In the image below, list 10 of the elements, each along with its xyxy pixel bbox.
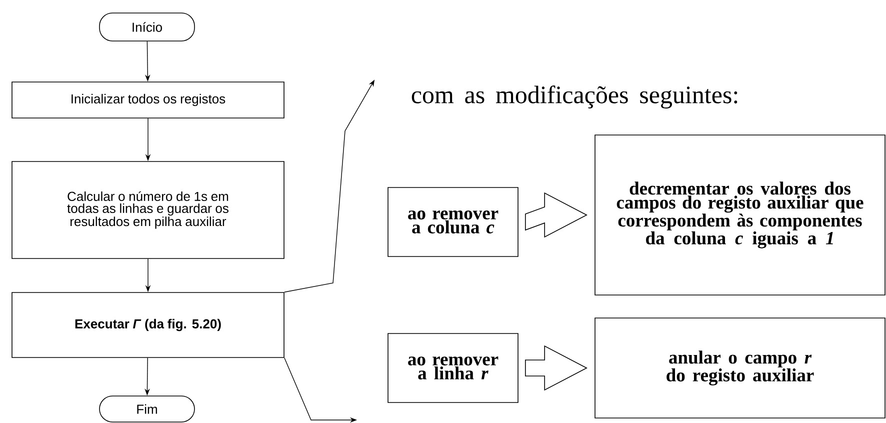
process-box: Calcular o número de 1s em todas as linhas e guardar os resultados em pilha auxiliar bbox=[12, 161, 284, 259]
process-box: Executar Γ (da fig. 5.20) bbox=[12, 292, 284, 358]
process-box: decrementar os valores dos campos do registo auxiliar que correspondem às componentes da coluna c iguais a 1 bbox=[594, 134, 886, 296]
block-arrow bbox=[525, 345, 588, 391]
process-box: Inicializar todos os registos bbox=[12, 82, 284, 118]
block-arrow bbox=[525, 192, 588, 238]
heading-text: com as modificações seguintes: bbox=[412, 86, 738, 108]
process-box: ao remover a linha r bbox=[388, 333, 518, 403]
process-box: anular o campo r do registo auxiliar bbox=[594, 318, 886, 418]
process-box: ao remover a coluna c bbox=[388, 187, 518, 257]
